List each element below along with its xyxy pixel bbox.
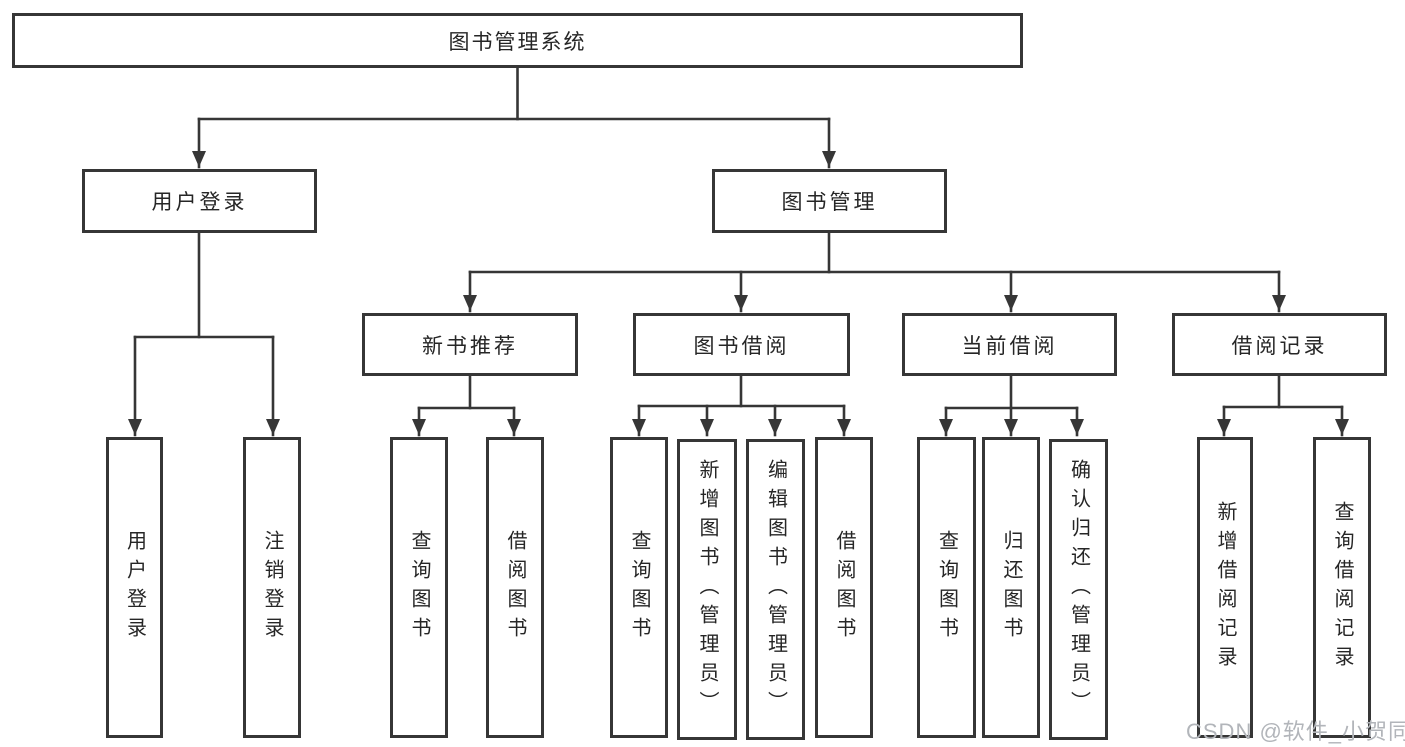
node-label: 图书借阅 (693, 334, 790, 358)
node-label: 确认归还（管理员） (1067, 459, 1090, 720)
node-current-borrowing: 当前借阅 (902, 313, 1117, 376)
leaf-user-login: 用户登录 (106, 437, 163, 738)
leaf-query-books-current: 查询图书 (917, 437, 976, 738)
node-label: 借阅记录 (1231, 334, 1328, 358)
node-label: 图书管理系统 (448, 30, 587, 54)
node-label: 图书管理 (781, 191, 878, 214)
node-label: 当前借阅 (961, 334, 1058, 358)
node-label: 用户登录 (151, 191, 248, 214)
node-book-borrowing: 图书借阅 (633, 313, 850, 376)
leaf-query-borrow-record: 查询借阅记录 (1313, 437, 1371, 738)
node-label: 查询借阅记录 (1331, 500, 1353, 675)
leaf-borrow-books-borrowing: 借阅图书 (815, 437, 873, 738)
node-new-book-recommend: 新书推荐 (362, 313, 578, 376)
node-label: 新增图书（管理员） (696, 459, 718, 720)
node-label: 查询图书 (935, 529, 958, 646)
watermark: CSDN @软件_小贺同学 (1186, 719, 1405, 744)
leaf-query-books-recommend: 查询图书 (390, 437, 448, 738)
leaf-query-books-borrowing: 查询图书 (610, 437, 668, 738)
leaf-add-borrow-record: 新增借阅记录 (1197, 437, 1253, 738)
node-user-login: 用户登录 (82, 169, 317, 233)
leaf-borrow-books-recommend: 借阅图书 (486, 437, 544, 738)
node-label: 注销登录 (261, 529, 283, 646)
node-label: 新书推荐 (422, 334, 518, 358)
node-label: 编辑图书（管理员） (764, 459, 787, 720)
node-label: 借阅图书 (833, 529, 855, 646)
node-label: 查询图书 (628, 529, 650, 646)
node-library-system: 图书管理系统 (12, 13, 1023, 68)
leaf-edit-book-admin: 编辑图书（管理员） (746, 439, 805, 740)
node-label: 用户登录 (123, 529, 146, 646)
leaf-confirm-return-admin: 确认归还（管理员） (1049, 439, 1108, 740)
node-label: 新增借阅记录 (1214, 500, 1236, 675)
node-label: 查询图书 (408, 529, 430, 646)
node-borrowing-records: 借阅记录 (1172, 313, 1387, 376)
leaf-return-books: 归还图书 (982, 437, 1040, 738)
node-label: 归还图书 (1000, 529, 1022, 646)
node-book-management: 图书管理 (712, 169, 947, 233)
leaf-logout: 注销登录 (243, 437, 301, 738)
node-label: 借阅图书 (504, 529, 526, 646)
leaf-add-book-admin: 新增图书（管理员） (677, 439, 737, 740)
